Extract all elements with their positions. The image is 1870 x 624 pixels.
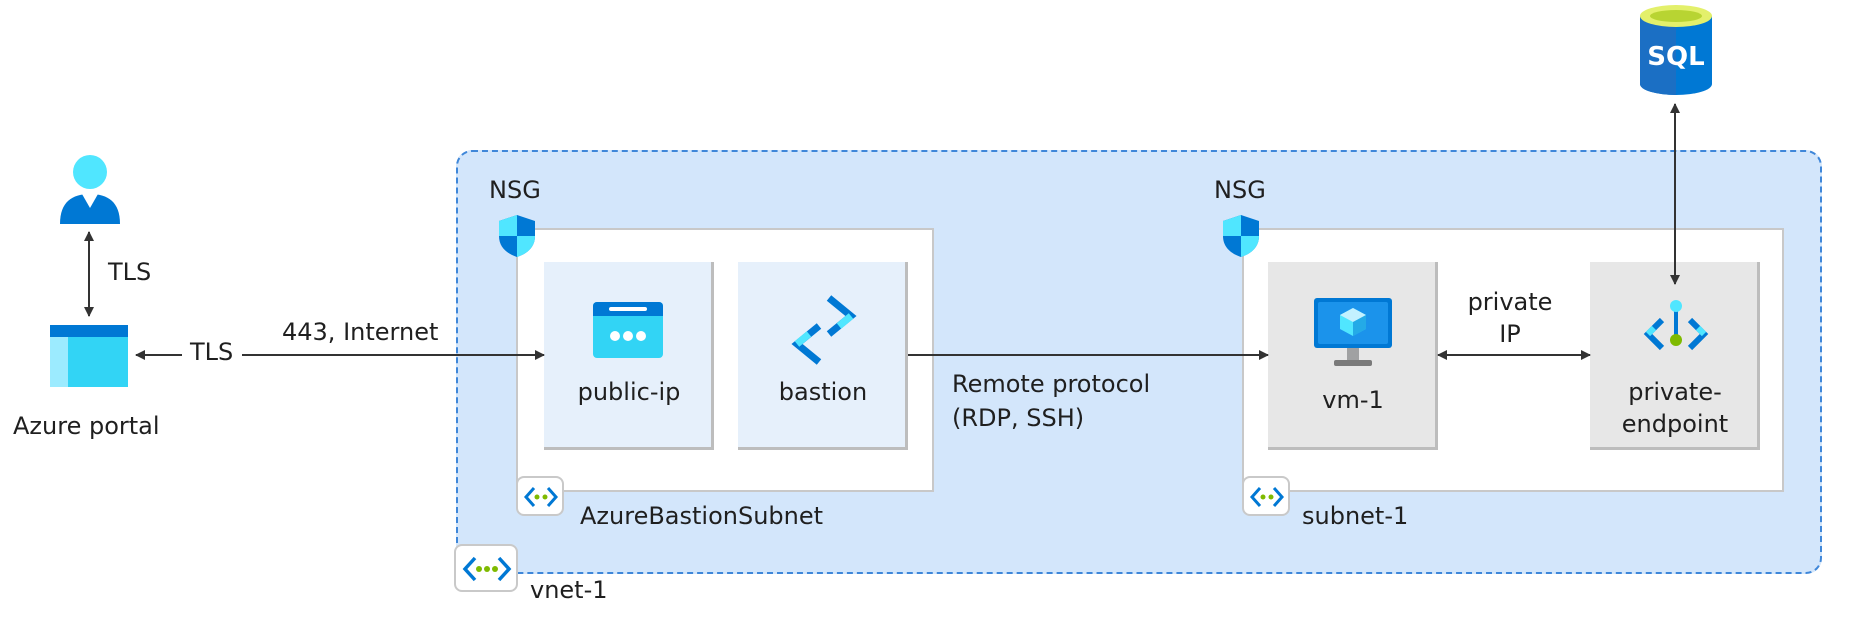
bastion-nsg-label: NSG: [489, 176, 541, 204]
azure-bastion-subnet-label: AzureBastionSubnet: [580, 502, 824, 530]
sql-database-icon[interactable]: [1640, 4, 1712, 96]
sql-label: SQL: [1647, 42, 1705, 72]
bastion-icon: [791, 295, 857, 365]
remote-protocol-label-1: Remote protocol: [952, 370, 1151, 398]
private-endpoint-label-2: endpoint: [1621, 410, 1729, 438]
subnet1-nsg-label: NSG: [1214, 176, 1266, 204]
subnet-icon: [1249, 487, 1285, 507]
public-ip-label: public-ip: [577, 378, 681, 406]
shield-icon[interactable]: [1222, 214, 1260, 258]
subnet1-badge[interactable]: [1242, 476, 1290, 516]
bastion-subnet-badge[interactable]: [516, 476, 564, 516]
shield-icon[interactable]: [498, 214, 536, 258]
vm-1-label: vm-1: [1322, 386, 1384, 414]
bastion-tile[interactable]: [738, 262, 908, 450]
virtual-machine-icon: [1314, 298, 1392, 366]
private-ip-label-2: IP: [1499, 320, 1521, 348]
azure-portal-label: Azure portal: [13, 412, 160, 440]
vnet-1-label: vnet-1: [530, 576, 608, 604]
private-endpoint-icon: [1643, 300, 1709, 351]
remote-protocol-label-2: (RDP, SSH): [952, 404, 1085, 432]
portal-tls-label: TLS: [190, 338, 234, 366]
user-portal-tls-label: TLS: [108, 258, 152, 286]
subnet-icon: [523, 487, 559, 507]
azure-portal-icon[interactable]: [50, 325, 128, 387]
private-endpoint-label-1: private-: [1628, 378, 1722, 406]
vnet-icon: [462, 556, 512, 582]
private-endpoint-tile[interactable]: [1590, 262, 1760, 450]
vnet-badge[interactable]: [454, 544, 518, 592]
subnet-1-label: subnet-1: [1302, 502, 1409, 530]
private-ip-label-1: private: [1467, 288, 1553, 316]
internet-label: 443, Internet: [282, 318, 439, 346]
public-ip-icon: [593, 302, 663, 358]
bastion-label: bastion: [778, 378, 868, 406]
person-icon: [60, 155, 120, 224]
